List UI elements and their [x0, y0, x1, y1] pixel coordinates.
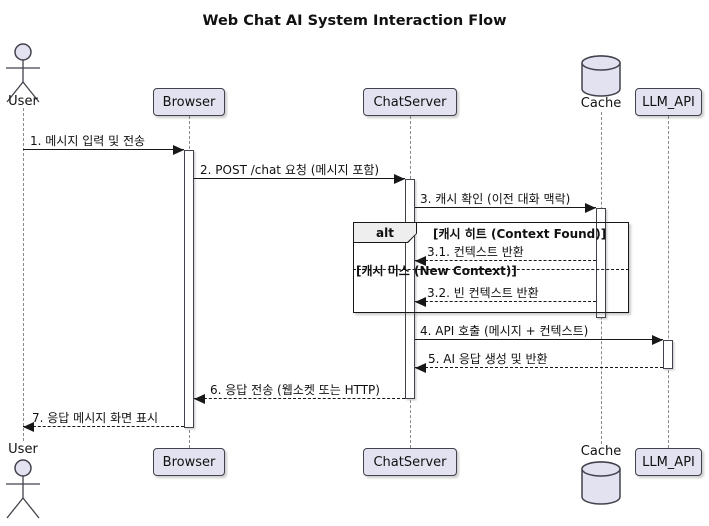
message-3-1-arrowhead-icon [415, 256, 426, 266]
message-2-label: 2. POST /chat 요청 (메시지 포함) [200, 163, 380, 177]
participant-user-top: User [8, 94, 38, 109]
message-3-1-label: 3.1. 컨텍스트 반환 [427, 245, 524, 259]
lifeline-user [23, 108, 24, 441]
participant-llm-api-top: LLM_API [635, 88, 702, 116]
message-4-arrowhead-icon [652, 335, 663, 345]
participant-chatserver-bottom: ChatServer [363, 448, 457, 476]
message-3-1-line [415, 260, 596, 261]
message-4-label: 4. API 호출 (메시지 + 컨텍스트) [420, 324, 589, 338]
activation-llm-api [663, 340, 673, 369]
message-2-line [194, 178, 405, 179]
participant-chatserver-top: ChatServer [363, 88, 457, 116]
message-3-label: 3. 캐시 확인 (이전 대화 맥락) [420, 192, 571, 206]
lifeline-llm-api [668, 116, 669, 448]
alt-guard-hit: [캐시 히트 (Context Found)] [433, 227, 607, 241]
participant-browser-top: Browser [153, 88, 225, 116]
alt-fragment: alt [353, 222, 629, 313]
participant-browser-bottom: Browser [153, 448, 225, 476]
message-7-arrowhead-icon [23, 422, 34, 432]
activation-cache [596, 208, 606, 318]
activation-browser [184, 150, 194, 428]
database-icon-bottom [581, 461, 621, 505]
participant-user-bottom: User [8, 442, 38, 457]
message-4-line [415, 339, 663, 340]
message-7-label: 7. 응답 메시지 화면 표시 [32, 411, 159, 425]
database-icon-top [581, 55, 621, 97]
participant-llm-api-bottom: LLM_API [635, 448, 702, 476]
user-actor-icon-top [6, 43, 40, 103]
activation-chatserver [405, 179, 415, 399]
message-1-label: 1. 메시지 입력 및 전송 [30, 134, 146, 148]
message-3-arrowhead-icon [585, 203, 596, 213]
message-3-2-arrowhead-icon [415, 297, 426, 307]
message-3-line [415, 207, 596, 208]
message-5-line [415, 367, 663, 368]
message-5-arrowhead-icon [415, 363, 426, 373]
alt-divider [353, 269, 629, 270]
diagram-title: Web Chat AI System Interaction Flow [202, 13, 507, 29]
alt-guard-miss: [캐시 미스 (New Context)] [356, 264, 517, 278]
message-3-2-label: 3.2. 빈 컨텍스트 반환 [427, 286, 539, 300]
user-actor-icon-bottom [6, 459, 40, 519]
message-2-arrowhead-icon [394, 174, 405, 184]
message-6-label: 6. 응답 전송 (웹소켓 또는 HTTP) [210, 383, 380, 397]
message-6-line [194, 398, 405, 399]
message-6-arrowhead-icon [194, 394, 205, 404]
message-1-line [23, 149, 184, 150]
participant-cache-bottom: Cache [580, 444, 622, 459]
alt-operator-label: alt [354, 223, 416, 242]
message-3-2-line [415, 301, 596, 302]
message-5-label: 5. AI 응답 생성 및 반환 [428, 352, 548, 366]
message-7-line [23, 426, 184, 427]
message-1-arrowhead-icon [173, 145, 184, 155]
participant-cache-top: Cache [580, 96, 622, 111]
